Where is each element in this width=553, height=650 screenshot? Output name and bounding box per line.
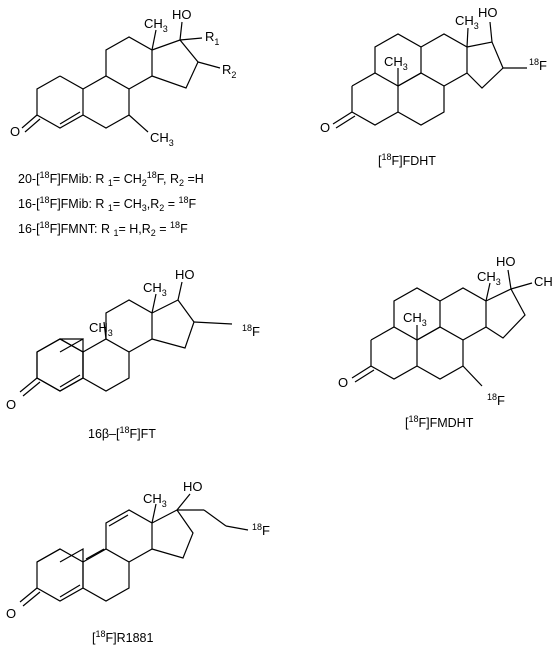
oxo-label: O — [338, 375, 348, 390]
methyl-17-label: CH3 — [534, 274, 553, 292]
skeleton-bonds-r1881 — [19, 493, 249, 607]
hydroxyl-17-label: HO — [175, 267, 195, 282]
methyl-19-label: CH3 — [89, 320, 113, 338]
variant-16-fmnt: 16-[18F]FMNT: R 1= H,R2 = 18F — [18, 220, 188, 238]
hydroxyl-17-label: HO — [172, 7, 192, 22]
hydroxyl-17-label: HO — [183, 479, 203, 494]
oxo-label: O — [6, 397, 16, 412]
oxo-label: O — [6, 606, 16, 621]
methyl-19-label: CH3 — [403, 310, 427, 328]
skeleton-bonds-fmib — [21, 21, 221, 133]
r1-label: R1 — [205, 29, 219, 47]
hydroxyl-17-label: HO — [478, 5, 498, 20]
methyl-18-label: CH3 — [455, 13, 479, 31]
fluorine-18-label: 18F — [252, 522, 270, 538]
caption-fmdht: [18F]FMDHT — [405, 414, 474, 430]
methyl-18-label: CH3 — [143, 491, 167, 509]
fluorine-18-label: 18F — [529, 57, 547, 73]
variant-16-fmib: 16-[18F]FMib: R 1= CH3,R2 = 18F — [18, 195, 197, 213]
structure-fdht: O CH3 HO CH3 18F [18F]FDHT — [320, 5, 547, 168]
structure-fmdht: O CH3 HO CH3 CH3 18F [18F]FMDHT — [338, 254, 553, 430]
caption-fdht: [18F]FDHT — [378, 152, 436, 168]
methyl-18-label: CH3 — [143, 280, 167, 298]
r2-label: R2 — [222, 62, 236, 80]
methyl-7-label: CH3 — [150, 130, 174, 148]
methyl-18-label: CH3 — [144, 16, 168, 34]
caption-ft: 16β–[18F]FT — [88, 425, 156, 441]
structure-r1881: O CH3 HO 18F [18F]R1881 — [6, 479, 270, 645]
skeleton-bonds-ft — [19, 281, 233, 397]
fluorine-18-label: 18F — [487, 392, 505, 408]
methyl-18-label: CH3 — [477, 269, 501, 287]
caption-r1881: [18F]R1881 — [92, 629, 153, 645]
fluorine-18-label: 18F — [242, 323, 260, 339]
methyl-19-label: CH3 — [384, 54, 408, 72]
skeleton-bonds-fdht — [332, 21, 527, 129]
oxo-label: O — [320, 120, 330, 135]
hydroxyl-17-label: HO — [496, 254, 516, 269]
variant-20-fmib: 20-[18F]FMib: R 1= CH218F, R2 =H — [18, 170, 204, 188]
skeleton-bonds-fmdht — [351, 269, 533, 387]
structure-ft: O CH3 HO CH3 18F 16β–[18F]FT — [6, 267, 260, 441]
structure-fmib: O CH3 HO R1 R2 CH3 20-[18F]FMib: R 1= CH… — [10, 7, 236, 238]
oxo-label: O — [10, 124, 20, 139]
